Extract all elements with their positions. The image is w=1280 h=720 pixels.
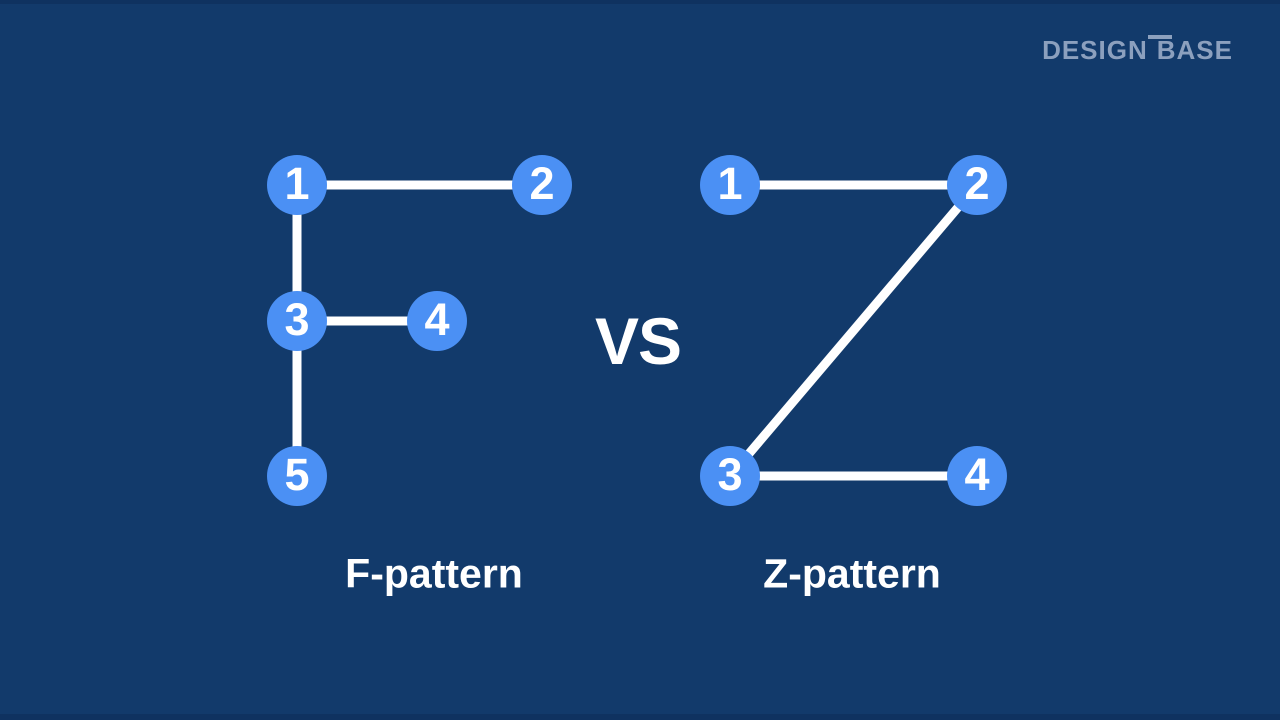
f-node-4: 4: [407, 291, 467, 351]
vs-label: VS: [594, 304, 682, 378]
brand-word-base: BASE: [1147, 35, 1233, 65]
f-pattern-label: F-pattern: [345, 550, 523, 597]
bottom-edge-strip: [0, 714, 1280, 720]
f-node-5: 5: [267, 446, 327, 506]
brand-word-design: DESIGN: [1042, 35, 1148, 65]
f-node-2: 2: [512, 155, 572, 215]
f-node-1: 1: [267, 155, 327, 215]
z-node-3: 3: [700, 446, 760, 506]
z-pattern-label: Z-pattern: [763, 550, 941, 597]
z-node-4: 4: [947, 446, 1007, 506]
z-node-2: 2: [947, 155, 1007, 215]
z-node-1: 1: [700, 155, 760, 215]
top-edge-strip: [0, 0, 1280, 4]
brand-logo: DESIGN BASE: [1042, 35, 1233, 65]
brand-word-base-text: BASE: [1156, 35, 1233, 65]
brand-macron-mark: [1147, 35, 1172, 39]
z-pattern-lines: [726, 180, 981, 481]
f-node-3: 3: [267, 291, 327, 351]
